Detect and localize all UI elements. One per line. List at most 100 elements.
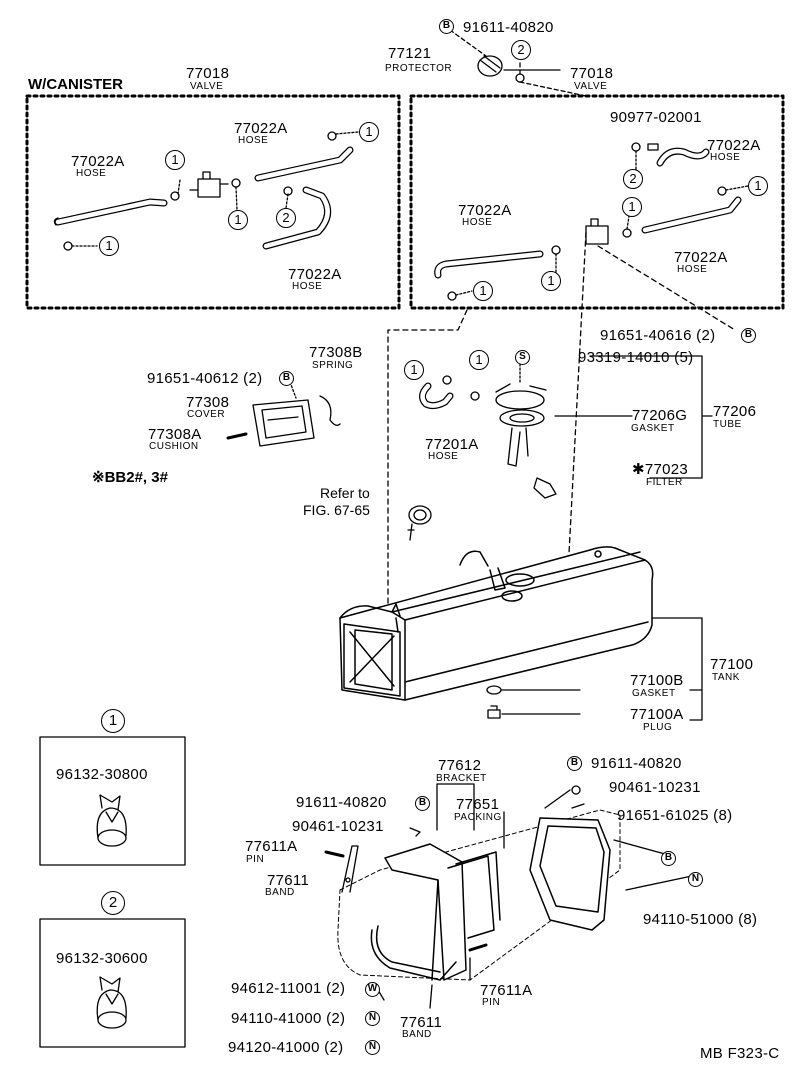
part-77201a: 77201A xyxy=(425,436,479,453)
name-protector: PROTECTOR xyxy=(385,63,453,74)
part-94120-41000: 94120-41000 (2) xyxy=(228,1039,344,1056)
part-77023: ✱77023 xyxy=(632,461,689,478)
valve-box xyxy=(409,94,785,310)
hose-77201a xyxy=(419,382,454,410)
part-90461-10231: 90461-10231 xyxy=(292,818,384,835)
hose-right-1 xyxy=(434,250,544,279)
name-hose: HOSE xyxy=(710,152,741,163)
part-77611: 77611 xyxy=(400,1014,443,1031)
name-tube: TUBE xyxy=(713,419,742,430)
part-90461-10231: 90461-10231 xyxy=(609,779,701,796)
name-hose: HOSE xyxy=(238,135,269,146)
tube-assembly xyxy=(495,383,547,467)
part-93319-14010: 93319-14010 (5) xyxy=(578,349,694,366)
name-packing: PACKING xyxy=(454,812,502,823)
name-bracket: BRACKET xyxy=(436,773,487,784)
part-77611a: 77611A xyxy=(480,982,533,999)
part-96132-30800: 96132-30800 xyxy=(56,766,148,783)
part-77611: 77611 xyxy=(267,872,310,889)
part-77022a: 77022A xyxy=(674,249,728,266)
marker-1: 1 xyxy=(359,122,379,142)
clip-2 xyxy=(96,976,127,1029)
part-90977-02001: 90977-02001 xyxy=(610,109,702,126)
name-hose: HOSE xyxy=(292,281,323,292)
band-left xyxy=(341,845,359,893)
part-77018-right: 77018 xyxy=(570,65,614,82)
name-band: BAND xyxy=(402,1029,432,1040)
cover-assembly xyxy=(226,395,341,447)
part-77022a: 77022A xyxy=(288,266,342,283)
bracket-77612 xyxy=(384,843,501,981)
band-front xyxy=(370,925,457,981)
clip-1 xyxy=(96,794,127,847)
hose-right-3 xyxy=(656,147,710,167)
part-91651-40616: 91651-40616 (2) xyxy=(600,327,716,344)
part-77100: 77100 xyxy=(710,656,754,673)
name-plug: PLUG xyxy=(643,722,673,733)
symbol-b: B xyxy=(279,371,294,386)
part-96132-30600: 96132-30600 xyxy=(56,950,148,967)
gasket-plug xyxy=(486,685,502,719)
part-77651: 77651 xyxy=(456,796,500,813)
wcanister-title: W/CANISTER xyxy=(28,76,123,93)
part-94110-41000: 94110-41000 (2) xyxy=(231,1010,346,1027)
name-valve-left: VALVE xyxy=(190,81,224,92)
marker-1: 1 xyxy=(748,176,768,196)
symbol-b: B xyxy=(661,851,676,866)
symbol-b: B xyxy=(741,328,756,343)
part-77308b: 77308B xyxy=(309,344,363,361)
marker-1: 1 xyxy=(541,271,561,291)
symbol-s: S xyxy=(515,350,530,365)
filter xyxy=(533,477,557,499)
marker-1: 1 xyxy=(165,150,185,170)
symbol-n: N xyxy=(688,872,703,887)
part-77121: 77121 xyxy=(388,45,432,62)
name-gasket: GASKET xyxy=(631,423,675,434)
part-94612-11001: 94612-11001 (2) xyxy=(231,980,346,997)
valve-left xyxy=(189,171,229,198)
name-filter: FILTER xyxy=(646,477,683,488)
part-77022a: 77022A xyxy=(234,120,288,137)
part-77611a: 77611A xyxy=(245,838,298,855)
symbol-n: N xyxy=(365,1011,380,1026)
marker-2: 2 xyxy=(511,40,531,60)
clip-box-1 xyxy=(39,736,186,866)
hose-left-1 xyxy=(53,198,168,226)
hose-left-2 xyxy=(254,146,354,182)
wcanister-box xyxy=(25,94,401,310)
fig-reference: FIG. 67-65 xyxy=(303,502,370,518)
part-77612: 77612 xyxy=(438,757,482,774)
name-hose: HOSE xyxy=(428,451,459,462)
part-91651-61025: 91651-61025 (8) xyxy=(617,807,733,824)
figure-code: MB F323-C xyxy=(700,1045,780,1062)
name-pin: PIN xyxy=(246,854,265,865)
name-cushion: CUSHION xyxy=(149,441,199,452)
part-91611-40820: 91611-40820 xyxy=(591,755,682,772)
name-cover: COVER xyxy=(187,409,226,420)
name-hose: HOSE xyxy=(462,217,493,228)
part-91611-40820: 91611-40820 xyxy=(296,794,387,811)
marker-1: 1 xyxy=(228,210,248,230)
marker-1: 1 xyxy=(404,360,424,380)
fuel-tank xyxy=(339,546,654,701)
valve-right xyxy=(585,218,609,245)
clip-box-1-title: 1 xyxy=(101,709,125,733)
part-77206: 77206 xyxy=(713,403,757,420)
symbol-b: B xyxy=(439,19,454,34)
band-rear xyxy=(529,817,611,931)
name-hose: HOSE xyxy=(76,168,107,179)
name-hose: HOSE xyxy=(677,264,708,275)
symbol-n: N xyxy=(365,1040,380,1055)
symbol-b: B xyxy=(567,756,582,771)
tank-ghost xyxy=(337,809,621,981)
marker-1: 1 xyxy=(473,281,493,301)
part-77308a: 77308A xyxy=(148,426,202,443)
part-77308: 77308 xyxy=(186,394,230,411)
marker-1: 1 xyxy=(622,197,642,217)
name-spring: SPRING xyxy=(312,360,354,371)
name-band: BAND xyxy=(265,887,295,898)
marker-2: 2 xyxy=(623,169,643,189)
hose-left-3 xyxy=(262,186,332,250)
marker-2: 2 xyxy=(276,208,296,228)
